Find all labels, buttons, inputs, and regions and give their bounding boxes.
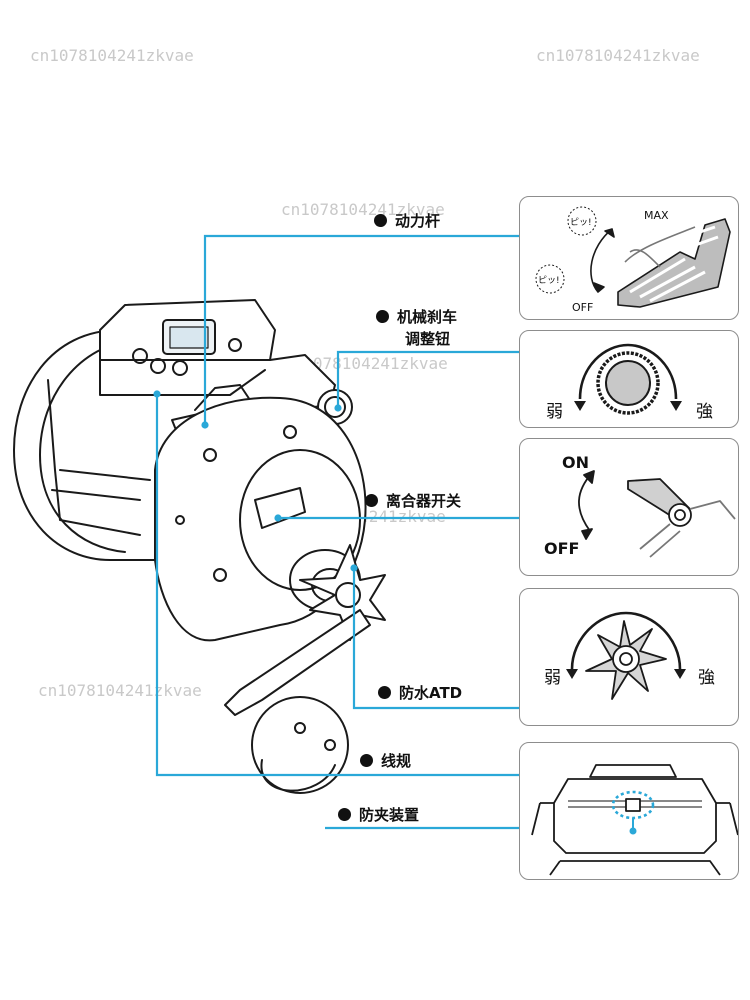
brake-strong-text: 強 bbox=[696, 402, 713, 422]
watermark: cn1078104241zkvae bbox=[536, 46, 700, 65]
label-text: 调整钮 bbox=[405, 330, 451, 348]
watermark: cn1078104241zkvae bbox=[284, 354, 448, 373]
lever-max-text: MAX bbox=[644, 209, 669, 222]
label-clutch-switch: 离合器开关 bbox=[365, 492, 461, 510]
bullet-dot bbox=[378, 686, 391, 699]
beep-text: ピッ! bbox=[538, 276, 560, 286]
clutch-on-text: ON bbox=[562, 453, 589, 472]
inset-anti-pinch bbox=[519, 742, 739, 880]
label-text: 动力杆 bbox=[395, 212, 441, 230]
bullet-dot bbox=[374, 214, 387, 227]
bullet-dot bbox=[360, 754, 373, 767]
watermark: cn1078104241zkvae bbox=[30, 46, 194, 65]
inset-brake-knob: 弱 強 bbox=[519, 330, 739, 428]
inset-clutch-switch: ON OFF bbox=[519, 438, 739, 576]
bullet-dot bbox=[376, 310, 389, 323]
lever-illustration bbox=[535, 206, 731, 308]
watermark: cn1078104241zkvae bbox=[38, 681, 202, 700]
label-text: 防夹装置 bbox=[359, 806, 420, 824]
label-power-lever: 动力杆 bbox=[374, 212, 440, 230]
anti-pinch-illustration bbox=[531, 764, 738, 876]
clutch-off-text: OFF bbox=[544, 539, 580, 558]
lever-off-text: OFF bbox=[572, 301, 594, 314]
drag-weak-text: 弱 bbox=[544, 668, 561, 688]
label-text: 离合器开关 bbox=[386, 492, 462, 510]
bullet-dot bbox=[338, 808, 351, 821]
clutch-switch-illustration bbox=[578, 470, 736, 558]
brake-knob-illustration bbox=[574, 343, 682, 415]
inset-star-drag: 弱 強 bbox=[519, 588, 739, 726]
label-anti-pinch: 防夹装置 bbox=[338, 806, 419, 824]
beep-text: ピッ! bbox=[570, 218, 592, 228]
label-waterproof-atd: 防水ATD bbox=[378, 684, 462, 702]
watermark: cn1078104241zkvae bbox=[281, 200, 445, 219]
bullet-dot bbox=[365, 494, 378, 507]
label-text: 防水ATD bbox=[399, 684, 463, 702]
label-level-wind: 线规 bbox=[360, 752, 411, 770]
label-mechanical-brake: 机械刹车 调整钮 bbox=[376, 306, 457, 350]
label-text: 机械刹车 bbox=[397, 308, 458, 326]
inset-power-lever: MAX OFF ピッ! ピッ! bbox=[519, 196, 739, 320]
brake-weak-text: 弱 bbox=[546, 402, 563, 422]
drag-strong-text: 強 bbox=[698, 668, 715, 688]
label-text: 线规 bbox=[381, 752, 412, 770]
star-drag-illustration bbox=[566, 611, 686, 700]
